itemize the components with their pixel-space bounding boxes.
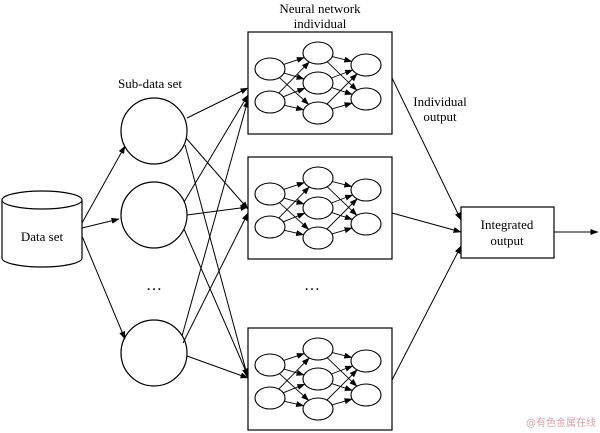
network-connection xyxy=(283,383,306,394)
neuron-node xyxy=(350,87,382,111)
neuron-node xyxy=(254,386,286,410)
subdata-circle-3 xyxy=(120,319,188,387)
subdata-to-network-arrows xyxy=(181,87,249,379)
network-connection xyxy=(326,73,358,105)
network-connection xyxy=(278,357,310,390)
neuron-node xyxy=(302,41,334,65)
neuron-node xyxy=(302,367,334,391)
network-connection xyxy=(283,57,305,65)
neural-network-box-1 xyxy=(247,31,393,135)
neuron-node xyxy=(350,383,382,407)
network-connection xyxy=(331,365,354,375)
network-connection xyxy=(326,198,358,230)
integrated-output-box xyxy=(460,206,555,259)
neuron-node xyxy=(254,353,286,377)
network-connection xyxy=(284,104,305,111)
neuron-node xyxy=(302,196,334,220)
network-title-line2: individual xyxy=(294,16,347,31)
network-connection xyxy=(331,227,353,235)
network-connection xyxy=(332,352,353,359)
individual-output-line1: Individual xyxy=(413,94,467,109)
individual-output-line2: output xyxy=(423,109,457,124)
network-connection xyxy=(332,56,353,63)
network-connection xyxy=(332,181,353,188)
subdata-label: Sub-data set xyxy=(118,76,182,91)
network-to-integrated-arrows xyxy=(391,77,462,381)
network-connection xyxy=(331,102,353,110)
network-connection xyxy=(326,61,358,91)
network-connection xyxy=(283,353,305,361)
neuron-node xyxy=(350,212,382,236)
network-connection xyxy=(331,212,353,220)
neuron-node xyxy=(302,337,334,361)
subdata-circle-1 xyxy=(120,97,188,165)
network-connection xyxy=(331,87,353,95)
neuron-node xyxy=(302,101,334,125)
neuron-node xyxy=(254,182,286,206)
neuron-node xyxy=(350,53,382,77)
network-connection xyxy=(279,202,309,230)
network-connection xyxy=(283,87,306,98)
dataset-label: Data set xyxy=(21,229,64,244)
network-connection xyxy=(279,77,309,105)
neuron-node xyxy=(254,215,286,239)
neural-network-box-3 xyxy=(247,327,393,431)
network-connection xyxy=(331,194,354,204)
dataset-to-subdata-arrows xyxy=(81,145,126,340)
network-connection xyxy=(278,61,310,94)
network-connection xyxy=(326,369,358,401)
neuron-node xyxy=(350,178,382,202)
neuron-node xyxy=(254,57,286,81)
neuron-node xyxy=(302,397,334,421)
network-connection xyxy=(283,368,305,376)
integrated-output-line2: output xyxy=(490,233,524,248)
network-connection xyxy=(326,186,358,216)
neuron-node xyxy=(302,226,334,250)
neuron-node xyxy=(302,166,334,190)
dataset-cylinder xyxy=(1,190,83,268)
network-connection xyxy=(283,182,305,190)
network-connection xyxy=(283,197,305,205)
network-connection xyxy=(283,72,305,80)
network-connection xyxy=(331,398,353,406)
network-ellipsis: … xyxy=(304,277,320,294)
network-connection xyxy=(279,373,309,401)
network-connection xyxy=(331,383,353,391)
neuron-node xyxy=(350,349,382,373)
neural-network-box-2 xyxy=(247,156,393,260)
neuron-node xyxy=(302,71,334,95)
subdata-ellipsis: … xyxy=(146,277,162,294)
integrated-output-line1: Integrated xyxy=(481,217,534,232)
network-connection xyxy=(326,357,358,387)
watermark: @有色金属在线 xyxy=(526,416,596,429)
neuron-node xyxy=(254,90,286,114)
network-connection xyxy=(284,229,305,236)
subdata-circle-2 xyxy=(120,181,188,249)
network-connection xyxy=(331,69,354,79)
network-connection xyxy=(284,400,305,407)
network-title-line1: Neural network xyxy=(279,1,361,16)
network-connection xyxy=(278,186,310,219)
network-connection xyxy=(283,212,306,223)
